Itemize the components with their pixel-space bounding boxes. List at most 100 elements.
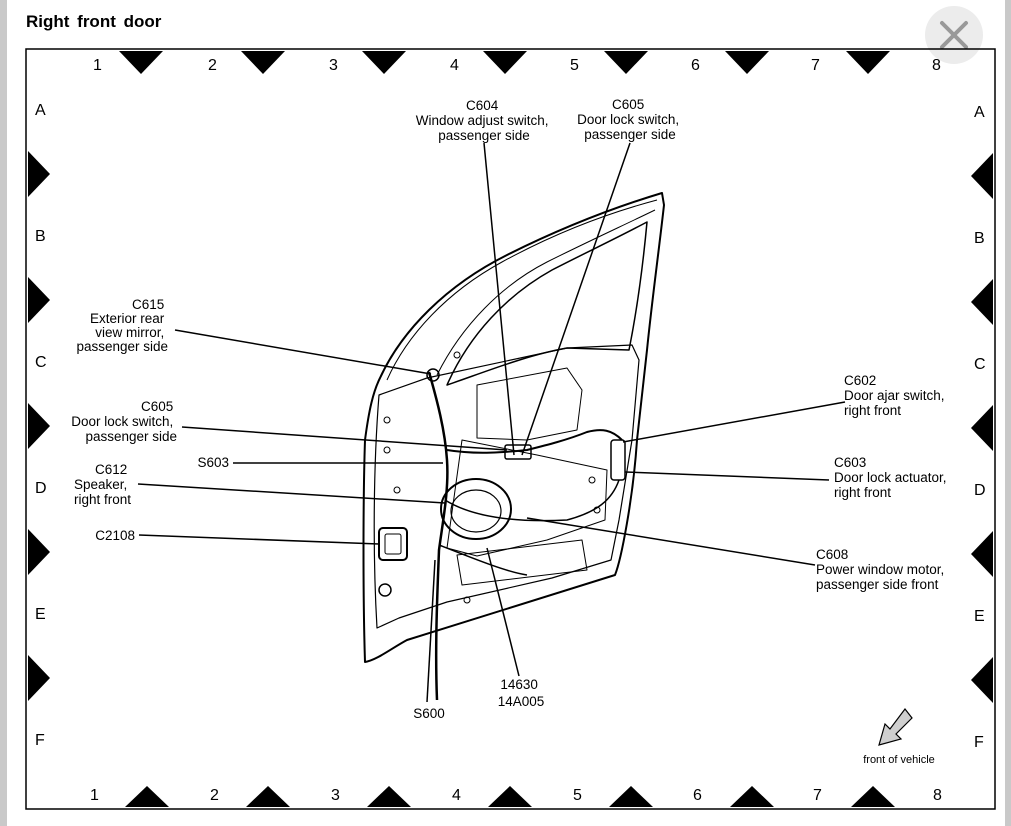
leader-c615 (174, 329, 432, 375)
callout-c608: C608 Power window motor, passenger side … (816, 547, 948, 592)
bottom-grid-markers (125, 786, 895, 807)
column-number: 7 (811, 57, 820, 74)
grid-marker (971, 405, 993, 451)
leader-c612 (137, 483, 446, 504)
row-letter: B (35, 228, 46, 245)
leader-c605-left (181, 426, 508, 451)
right-row-letters: A B C D E F (974, 104, 986, 751)
grid-marker (241, 51, 285, 74)
row-letter: C (35, 354, 47, 371)
callout-c605-top: C605 Door lock switch, passenger side (577, 97, 683, 142)
column-number: 5 (570, 57, 579, 74)
lower-cutout (456, 539, 588, 586)
door-illustration (362, 192, 665, 701)
window-opening (446, 221, 648, 386)
top-column-numbers: 1 2 3 4 5 6 7 8 (93, 57, 941, 74)
grid-marker (971, 153, 993, 199)
harness-main (427, 371, 449, 701)
callout-harness: 14630 14A005 (498, 677, 545, 709)
grid-marker (367, 786, 411, 807)
column-number: 8 (932, 57, 941, 74)
leader-c605-top (521, 142, 631, 456)
fastener (588, 476, 596, 484)
leader-harness (486, 547, 520, 677)
column-number: 3 (329, 57, 338, 74)
row-letter: D (35, 480, 47, 497)
callout-c604: C604 Window adjust switch, passenger sid… (416, 98, 553, 143)
latch-connector (610, 439, 626, 481)
harness-cross (446, 429, 623, 454)
wiring-diagram: 1 2 3 4 5 6 7 8 1 2 3 4 5 6 7 8 A B C D … (25, 48, 996, 810)
inner-panel (373, 344, 640, 629)
grid-marker (362, 51, 406, 74)
grid-marker (28, 655, 50, 701)
grid-marker (28, 403, 50, 449)
page-title: Right front door (26, 12, 162, 31)
grid-marker (851, 786, 895, 807)
top-grid-markers (119, 51, 890, 74)
row-letter: B (974, 230, 985, 247)
column-number: 7 (813, 787, 822, 804)
callout-c612: C612 Speaker, right front (74, 462, 131, 507)
row-letter: E (974, 608, 985, 625)
fastener (383, 416, 391, 424)
column-number: 3 (331, 787, 340, 804)
grid-marker (488, 786, 532, 807)
row-letter: C (974, 356, 986, 373)
callout-c602: C602 Door ajar switch, right front (844, 373, 948, 418)
row-letter: A (35, 102, 46, 119)
callout-c605-left: C605 Door lock switch, passenger side (71, 399, 177, 444)
arrow-icon (878, 708, 913, 746)
diagram-page: Right front door (7, 0, 1005, 826)
grid-marker (125, 786, 169, 807)
c2108-connector (378, 527, 408, 561)
upper-module (476, 367, 583, 441)
bottom-column-numbers: 1 2 3 4 5 6 7 8 (90, 787, 942, 804)
fastener (393, 486, 401, 494)
callout-c615: C615 Exterior rear view mirror, passenge… (76, 297, 168, 354)
fastener (593, 506, 601, 514)
mirror-connector (426, 368, 440, 382)
column-number: 4 (452, 787, 461, 804)
grid-marker (609, 786, 653, 807)
close-button[interactable] (925, 6, 983, 64)
right-grid-markers (971, 153, 993, 703)
grid-marker (846, 51, 890, 74)
column-number: 2 (210, 787, 219, 804)
grid-marker (119, 51, 163, 74)
front-of-vehicle-indicator: front of vehicle (863, 708, 935, 766)
column-number: 4 (450, 57, 459, 74)
column-number: 1 (93, 57, 102, 74)
diagram-frame (25, 48, 996, 810)
column-number: 8 (933, 787, 942, 804)
callout-c2108: C2108 (95, 528, 135, 543)
door-frame-line (386, 199, 658, 381)
grid-marker (28, 529, 50, 575)
speaker-cone (450, 489, 502, 533)
grid-marker (971, 279, 993, 325)
column-number: 5 (573, 787, 582, 804)
speaker-opening (440, 478, 512, 540)
row-letter: D (974, 482, 986, 499)
column-number: 1 (90, 787, 99, 804)
row-letter: E (35, 606, 46, 623)
lower-clip (378, 583, 392, 597)
callout-s600: S600 (413, 706, 445, 721)
fastener (463, 596, 471, 604)
callout-c603: C603 Door lock actuator, right front (834, 455, 950, 500)
leader-c608 (526, 517, 816, 566)
door-outline (362, 192, 665, 663)
column-number: 2 (208, 57, 217, 74)
left-row-letters: A B C D E F (35, 102, 47, 749)
grid-marker (730, 786, 774, 807)
window-frame-line (436, 209, 656, 376)
row-letter: A (974, 104, 985, 121)
leader-c603 (624, 471, 830, 481)
left-grid-markers (28, 151, 50, 701)
leader-lines (137, 142, 846, 703)
leader-c2108 (138, 534, 380, 545)
close-icon (940, 21, 968, 49)
leader-s600 (426, 559, 436, 703)
callout-s603: S603 (197, 455, 229, 470)
row-letter: F (35, 732, 45, 749)
